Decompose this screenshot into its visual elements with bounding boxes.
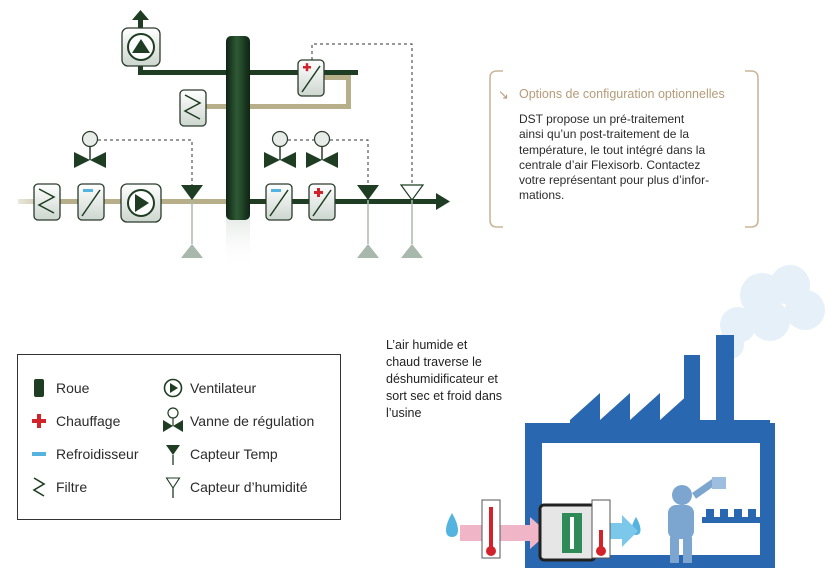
- temp-sensor-icon: [162, 443, 184, 465]
- legend-item-refroidisseur: Refroidisseur: [28, 443, 138, 465]
- legend-item-chauffage: Chauffage: [28, 410, 120, 432]
- legend-item-ventilateur: Ventilateur: [162, 377, 256, 399]
- conveyor: [702, 509, 760, 523]
- legend-item-filtre: Filtre: [28, 476, 87, 498]
- post-cooler: [265, 183, 293, 221]
- regen-duct: [205, 104, 351, 109]
- caption-line: sort sec et froid dans: [386, 389, 503, 403]
- valve-icon: [162, 407, 184, 435]
- legend-item-capteur-temp: Capteur Temp: [162, 443, 278, 465]
- caption-line: chaud traverse le: [386, 355, 482, 369]
- factory-caption: L’air humide et chaud traverse le déshum…: [386, 337, 502, 422]
- legend-label: Chauffage: [56, 413, 121, 429]
- control-line-1: [98, 139, 193, 188]
- regen-duct-riser: [346, 75, 351, 109]
- steam-cloud: [716, 265, 825, 359]
- outgoing-air-arrow-icon: [622, 515, 638, 547]
- pre-filter: [33, 183, 61, 221]
- caption-line: déshumidificateur et: [386, 372, 498, 386]
- exhaust-arrow-icon: [132, 10, 149, 20]
- fan-icon: [162, 377, 184, 399]
- legend-item-roue: Roue: [28, 377, 89, 399]
- legend-label: Capteur d’humidité: [190, 479, 308, 495]
- temp-sensor-1: [181, 185, 203, 258]
- pre-cooler: [77, 183, 105, 221]
- caption-line: L’air humide et: [386, 338, 468, 352]
- callout-line: mations.: [519, 188, 565, 203]
- callout-title: Options de configuration optionnelles: [519, 87, 725, 101]
- callout-line: votre représentant pour plus d’infor-: [519, 173, 710, 188]
- callout-line: centrale d’air Flexisorb. Contactez: [519, 157, 701, 172]
- options-callout: ↘ Options de configuration optionnelles …: [489, 70, 759, 228]
- legend-label: Vanne de régulation: [190, 413, 315, 429]
- humidity-sensor-icon: [162, 476, 184, 498]
- legend: Roue Chauffage Refroidisseur Filtre Vent…: [17, 354, 341, 520]
- dehumidifier-unit: [538, 503, 597, 562]
- humidity-sensor-1: [399, 184, 425, 258]
- legend-item-vanne: Vanne de régulation: [162, 407, 314, 435]
- filter-icon: [28, 476, 50, 498]
- factory-building: [525, 423, 775, 568]
- callout-frame: [489, 70, 759, 228]
- control-valve-1: [74, 130, 106, 168]
- minus-icon: [28, 443, 50, 465]
- factory-illustration: [446, 265, 825, 568]
- process-diagram: [18, 10, 450, 270]
- legend-label: Refroidisseur: [56, 446, 139, 462]
- supply-fan: [120, 183, 162, 223]
- legend-item-capteur-humidite: Capteur d’humidité: [162, 476, 308, 498]
- arrow-down-right-icon: ↘: [498, 87, 509, 102]
- supply-arrow-icon: [436, 193, 450, 210]
- control-line-4: [311, 43, 413, 185]
- factory-roof: [570, 393, 770, 427]
- chimney-right: [716, 335, 734, 423]
- regen-duct-top: [318, 75, 351, 80]
- wheel-icon: [28, 377, 50, 399]
- callout-line: température, le tout intégré dans la: [519, 142, 706, 157]
- legend-label: Capteur Temp: [190, 446, 278, 462]
- legend-label: Filtre: [56, 479, 88, 495]
- control-line-2: [282, 139, 369, 185]
- exhaust-stem: [138, 20, 143, 30]
- worker-figure: [668, 476, 726, 563]
- thermometer-hot: [481, 499, 501, 559]
- caption-line: l’usine: [386, 406, 422, 420]
- callout-line: DST propose un pré-traitement: [519, 112, 685, 126]
- control-valve-2: [264, 130, 296, 168]
- droplet-icon: [446, 513, 458, 537]
- callout-body: DST propose un pré-traitement ainsi qu’u…: [519, 112, 749, 204]
- callout-line: ainsi qu’un post-traitement de la: [519, 127, 690, 142]
- regen-filter: [179, 89, 207, 127]
- return-fan: [121, 27, 161, 67]
- supply-duct-right: [248, 199, 438, 204]
- desiccant-wheel: [226, 36, 250, 220]
- thermometer-cold: [591, 499, 611, 559]
- legend-label: Ventilateur: [190, 380, 257, 396]
- plus-icon: [28, 410, 50, 432]
- control-valve-3: [306, 130, 338, 168]
- legend-label: Roue: [56, 380, 90, 396]
- temp-sensor-2: [357, 185, 379, 258]
- post-heater-lower: [308, 183, 336, 221]
- post-heater: [297, 59, 325, 97]
